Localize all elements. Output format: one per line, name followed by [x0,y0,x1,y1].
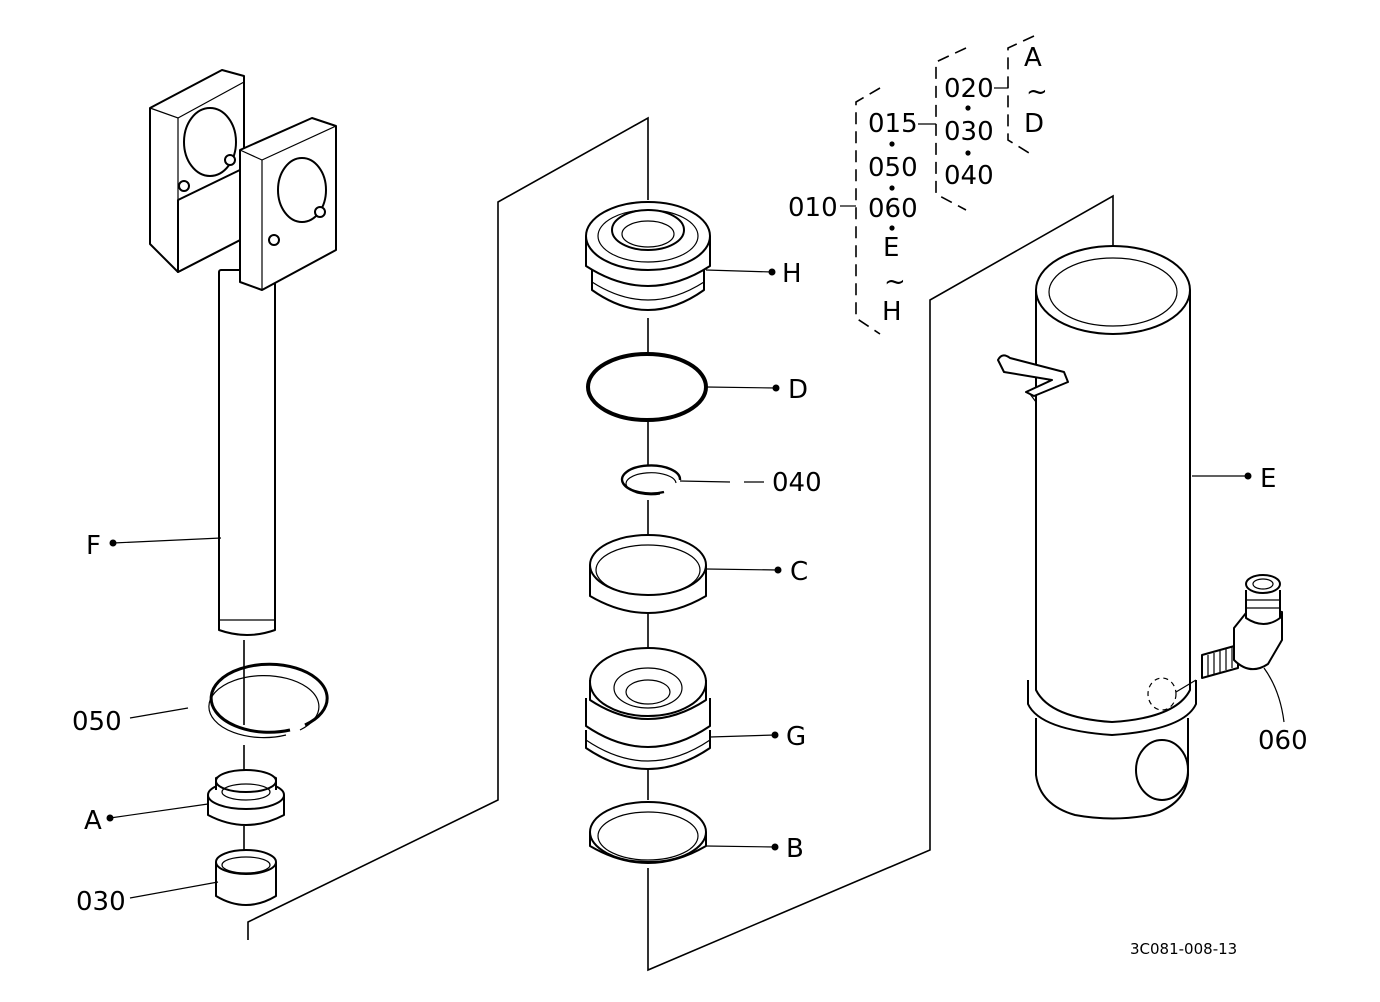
snap-ring-050 [208,662,329,739]
label-e: E [1260,464,1276,494]
tree-l2-030: 030 [944,117,994,147]
label-030: 030 [76,887,126,917]
ring-040 [620,464,682,496]
tree-l1-050: 050 [868,153,918,183]
cylinder-tube-e [997,245,1197,820]
label-060: 060 [1258,726,1308,756]
label-a: A [84,806,102,836]
label-b: B [786,834,804,864]
tree-l1-015: 015 [868,109,918,139]
bushing-a [207,769,285,826]
label-040: 040 [772,468,822,498]
leader-lines [106,268,1285,899]
tree-l1-h: H [882,297,902,327]
o-ring-d [586,352,708,422]
assembly-tree: 010 015 050 060 E ~ H 020 030 040 A ~ D [788,35,1048,335]
label-h: H [782,259,802,289]
tree-l2-040: 040 [944,161,994,191]
tree-l1-e: E [883,233,899,263]
tree-l3-d: D [1024,109,1044,139]
label-f: F [86,531,101,561]
wear-ring-b [589,801,707,864]
tree-l1-060: 060 [868,194,918,224]
label-c: C [790,557,808,587]
part-labels: F 050 A 030 H D 040 C G B E 060 [72,259,1308,917]
piston-rod-clevis-f [149,69,337,636]
elbow-fitting-060 [1201,574,1283,679]
label-g: G [786,722,806,752]
label-050: 050 [72,707,122,737]
piston-g [585,647,711,770]
label-d: D [788,375,808,405]
tree-root: 010 [788,193,838,223]
gland-h [585,201,711,311]
tree-l1-tilde: ~ [884,267,906,297]
tree-l3-tilde: ~ [1026,77,1048,107]
tree-l3-a: A [1024,43,1042,73]
drawing-number: 3C081-008-13 [1130,940,1237,958]
tree-l2-020: 020 [944,74,994,104]
bushing-030 [215,849,277,906]
backup-ring-c [589,534,707,614]
